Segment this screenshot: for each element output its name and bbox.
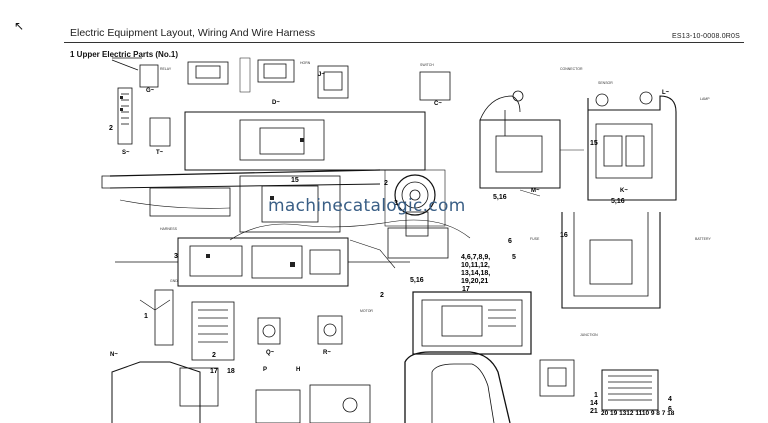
callout: 21: [590, 408, 598, 415]
callout: 3: [394, 200, 398, 207]
engine-block: [239, 119, 325, 161]
svg-text:SWITCH: SWITCH: [420, 63, 434, 67]
view-label-s: S~: [122, 150, 130, 156]
svg-text:GND: GND: [170, 279, 178, 283]
callout: 17: [462, 286, 470, 293]
callout: 5: [512, 254, 516, 261]
svg-text:SENSOR: SENSOR: [598, 81, 613, 85]
callout: 15: [291, 177, 299, 184]
view-label-h: H: [296, 367, 301, 373]
callout: 16: [560, 232, 568, 239]
mouse-cursor-icon: ↖: [14, 19, 25, 33]
page-title: Electric Equipment Layout, Wiring And Wi…: [70, 27, 316, 39]
callout: 2: [109, 125, 113, 132]
detail-d-box: [257, 59, 295, 83]
svg-text:HORN: HORN: [300, 61, 311, 65]
svg-text:RELAY: RELAY: [160, 67, 172, 71]
callout-row: 20 19 1312 1110 9 8 7 18: [601, 410, 675, 417]
svg-text:MOTOR: MOTOR: [360, 309, 373, 313]
svg-text:HARNESS: HARNESS: [160, 227, 178, 231]
callout: 14: [590, 400, 598, 407]
svg-text:LAMP: LAMP: [700, 97, 710, 101]
callout: 6: [668, 406, 672, 413]
section-heading: 1 Upper Electric Parts (No.1): [70, 50, 179, 59]
detail-q-box: [257, 317, 281, 345]
callout: 5,16: [611, 198, 625, 205]
callout: 2: [212, 352, 216, 359]
callout: 4: [668, 396, 672, 403]
view-label-r: R~: [323, 350, 331, 356]
header-rule: [64, 42, 744, 43]
view-label-t: T~: [156, 150, 164, 156]
svg-text:BATTERY: BATTERY: [695, 237, 711, 241]
cab-box: [412, 291, 532, 355]
view-label-p: P: [263, 367, 268, 373]
svg-text:JUNCTION: JUNCTION: [580, 333, 598, 337]
detail-r-box: [317, 315, 343, 345]
view-label-l-top: L~: [662, 90, 670, 96]
document-number: ES13-10-0008.0R0S: [672, 33, 740, 40]
svg-text:CONNECTOR: CONNECTOR: [560, 67, 583, 71]
watermark: machinecatalogic.com: [268, 196, 466, 216]
swing-drum: [394, 174, 436, 216]
callout: 17: [210, 368, 218, 375]
callout: 15: [590, 140, 598, 147]
callout: 2: [384, 180, 388, 187]
svg-text:FUSE: FUSE: [530, 237, 540, 241]
view-label-g: G~: [146, 88, 155, 94]
detail-c-box: [139, 64, 159, 88]
callout: 5,16: [493, 194, 507, 201]
callout: 1: [594, 392, 598, 399]
view-label-n: N~: [110, 352, 118, 358]
view-label-k: K~: [620, 188, 628, 194]
detail-n-box: [191, 301, 235, 361]
callout: 5,16: [410, 277, 424, 284]
view-label-j: J~: [318, 72, 325, 78]
callout: 3: [174, 253, 178, 260]
view-label-c: C~: [434, 101, 442, 107]
view-label-m: M~: [531, 188, 540, 194]
callout: 6: [508, 238, 512, 245]
detail-g-box: [187, 61, 229, 85]
callout: 2: [380, 292, 384, 299]
detail-t-box: [149, 117, 171, 147]
fine-print-labels: RELAY HORN SWITCH CONNECTOR SENSOR LAMP HAR…: [160, 61, 711, 337]
detail-j-box: [317, 65, 349, 99]
callout: 18: [227, 368, 235, 375]
view-label-d: D~: [272, 100, 280, 106]
detail-s-box: [117, 87, 133, 145]
connector-detail: [601, 369, 659, 411]
callout-list: 4,6,7,8,9, 10,11,12, 13,14,18, 19,20,21: [461, 254, 491, 286]
callout: 1: [144, 313, 148, 320]
view-label-q: Q~: [266, 350, 275, 356]
